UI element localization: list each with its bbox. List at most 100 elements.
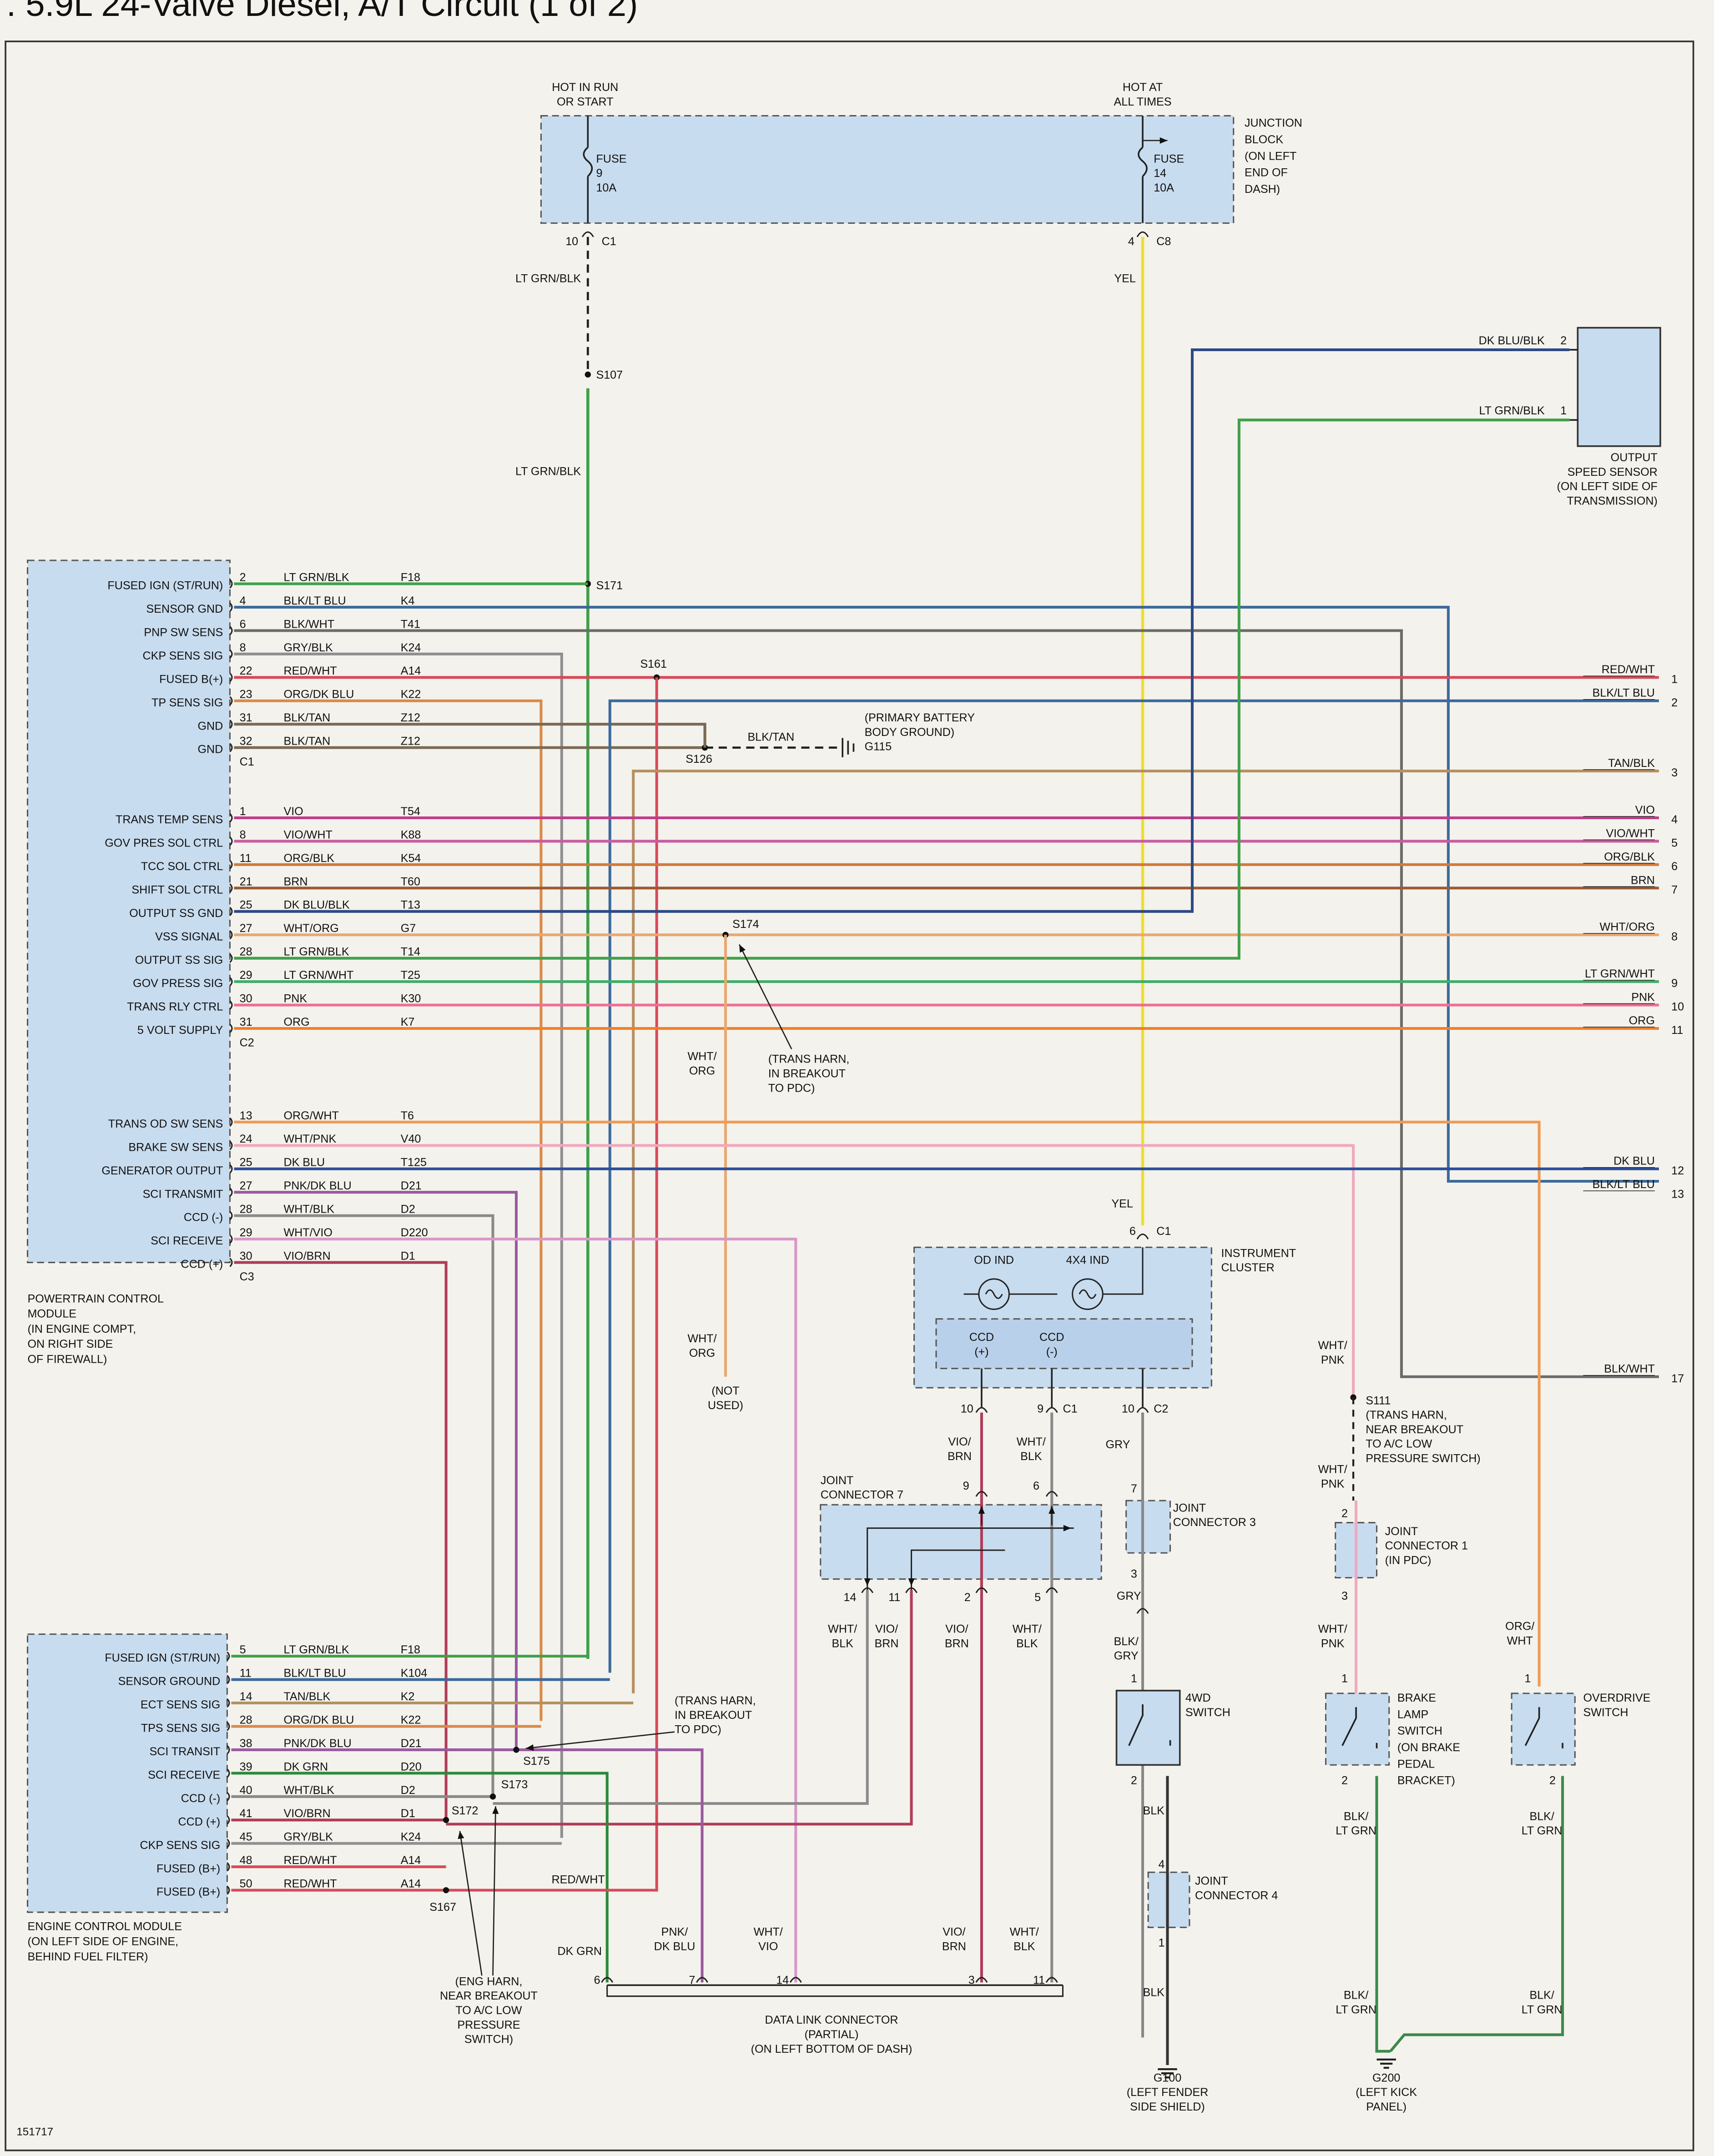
pcm-label: OF FIREWALL) — [28, 1353, 107, 1365]
brake-lamp-switch-label: (ON BRAKE — [1397, 1741, 1460, 1754]
output-speed-sensor-label: OUTPUT — [1611, 451, 1658, 464]
ecm-pin-number: 40 — [240, 1784, 252, 1797]
brake-lamp-switch-label: BRACKET) — [1397, 1774, 1455, 1787]
pcm-wire-color: DK BLU — [283, 1156, 325, 1169]
ecm-circuit: A14 — [401, 1878, 421, 1890]
s175-leader — [525, 1731, 675, 1749]
jc7-top-wire-1: BRN — [948, 1450, 972, 1463]
fuse-14-label: 14 — [1154, 167, 1166, 180]
oss-wire-dk-blu-blk-label: DK BLU/BLK — [1479, 334, 1545, 347]
dlc-pin-number: 14 — [776, 1974, 789, 1986]
pcm-pin-number: 24 — [240, 1133, 252, 1145]
ecm-label: (ON LEFT SIDE OF ENGINE, — [28, 1935, 179, 1948]
pcm-wire-color: BLK/TAN — [283, 735, 330, 748]
cluster-ccd-neg-label: (-) — [1046, 1345, 1058, 1358]
dlc-wire-label: VIO/ — [943, 1926, 965, 1939]
cluster-pin-9: 9 — [1037, 1402, 1044, 1415]
pcm-pin-number: 25 — [240, 1156, 252, 1169]
ecm-wire-color: VIO/BRN — [283, 1807, 330, 1820]
fuse9-conn: C1 — [602, 235, 616, 248]
jc7-pin-9: 9 — [963, 1480, 969, 1492]
pcm-circuit: Z12 — [401, 711, 420, 724]
4wd-switch-label: 4WD — [1185, 1692, 1211, 1704]
blk-lt-grn-wire — [1389, 1776, 1564, 2052]
right-wire-label: BRN — [1631, 874, 1655, 887]
od-ind-label: OD IND — [974, 1254, 1014, 1267]
pcm-wire-color: ORG/WHT — [283, 1109, 338, 1122]
pcm-pin-icon — [229, 1234, 233, 1244]
pcm-circuit: D1 — [401, 1249, 415, 1262]
s175-dot — [513, 1747, 519, 1753]
pcm-pin-number: 8 — [240, 641, 246, 654]
s174-wire-label: ORG — [689, 1064, 715, 1077]
ecm-pin-name: CKP SENS SIG — [140, 1839, 220, 1852]
c8-connector-icon — [1136, 231, 1149, 237]
vio-brn-ecm-wire — [446, 1590, 913, 1826]
pcm-circuit: V40 — [401, 1133, 421, 1145]
cluster-conn-c1b: C1 — [1063, 1402, 1077, 1415]
ecm-eng-note: PRESSURE — [457, 2019, 520, 2031]
pcm-pin-name: OUTPUT SS SIG — [135, 954, 223, 967]
ecm-eng-note: SWITCH) — [464, 2033, 513, 2046]
ecm-pin-name: FUSED IGN (ST/RUN) — [105, 1652, 220, 1664]
g100-label: G100 — [1154, 2071, 1181, 2084]
pcm-wire-color: RED/WHT — [283, 665, 337, 677]
cluster-pin-10b: 10 — [1122, 1402, 1134, 1415]
ecm-pin-name: CCD (-) — [181, 1792, 220, 1805]
pcm-label: POWERTRAIN CONTROL — [28, 1292, 164, 1305]
ecm-pin-icon — [227, 1675, 230, 1684]
s174-label: S174 — [732, 918, 759, 931]
ecm-circuit: F18 — [401, 1643, 420, 1656]
ecm-wire-color: RED/WHT — [283, 1854, 337, 1867]
ecm-pin-number: 11 — [240, 1667, 252, 1680]
pin-icon — [1136, 1608, 1149, 1614]
dlc-pin-icon — [975, 1977, 988, 1983]
ecm-pin-icon — [227, 1698, 230, 1708]
s174-note: IN BREAKOUT — [768, 1067, 846, 1080]
pcm-pin-number: 8 — [240, 828, 246, 841]
jc7-bottom-pin: 5 — [1034, 1591, 1041, 1604]
cluster-c1-pin-icon — [1136, 1234, 1149, 1239]
ecm-circuit: D1 — [401, 1807, 415, 1820]
jc7-top-wire-2: WHT/ — [1017, 1436, 1046, 1448]
dlc-pin-icon — [1045, 1977, 1058, 1983]
s172-dot — [443, 1817, 449, 1823]
pin-icon — [1045, 1587, 1058, 1593]
output-speed-sensor-label: SPEED SENSOR — [1568, 466, 1658, 479]
g100-label: SIDE SHIELD) — [1130, 2101, 1205, 2113]
jc7-bottom-wire: BLK — [1016, 1637, 1038, 1650]
pcm-circuit: G7 — [401, 922, 416, 935]
pcm-circuit: T6 — [401, 1109, 414, 1122]
ecm-circuit: K24 — [401, 1831, 421, 1844]
pcm-circuit: A14 — [401, 665, 421, 677]
ecm-pin-icon — [227, 1792, 230, 1801]
pcm-pin-number: 30 — [240, 992, 252, 1005]
pcm-pin-number: 11 — [240, 852, 252, 865]
s174-leader — [739, 944, 792, 1050]
s171-label: S171 — [596, 579, 623, 592]
s167-label: S167 — [429, 1901, 456, 1914]
ecm-pin-number: 39 — [240, 1760, 252, 1773]
overdrive-switch-box — [1511, 1693, 1576, 1766]
output-speed-sensor-box — [1577, 327, 1661, 447]
pcm-pin-icon — [229, 1141, 233, 1150]
pcm-circuit: K30 — [401, 992, 421, 1005]
s175-label: S175 — [523, 1755, 550, 1768]
brake-wire-low: LT GRN — [1336, 2004, 1376, 2016]
cluster-ccd-pos-label: (+) — [974, 1345, 988, 1358]
brake-wire-low: BLK/ — [1344, 1989, 1368, 2002]
pin-icon — [975, 1587, 988, 1593]
ecm-trans-note: (TRANS HARN, — [675, 1694, 756, 1707]
ecm-pin-number: 48 — [240, 1854, 252, 1867]
pcm-pin-icon — [229, 930, 233, 940]
g115-ground-icon — [842, 738, 855, 757]
right-wire-label: ORG/BLK — [1604, 851, 1655, 863]
pcm-wire-color: WHT/VIO — [283, 1226, 332, 1239]
pcm-pin-icon — [229, 860, 233, 870]
brake-lamp-switch-label: SWITCH — [1397, 1725, 1442, 1738]
lt-grn-blk-label: LT GRN/BLK — [515, 465, 581, 478]
right-wire-label: LT GRN/WHT — [1585, 967, 1655, 980]
pcm-circuit: T14 — [401, 946, 420, 958]
right-wire-number: 5 — [1671, 837, 1678, 850]
